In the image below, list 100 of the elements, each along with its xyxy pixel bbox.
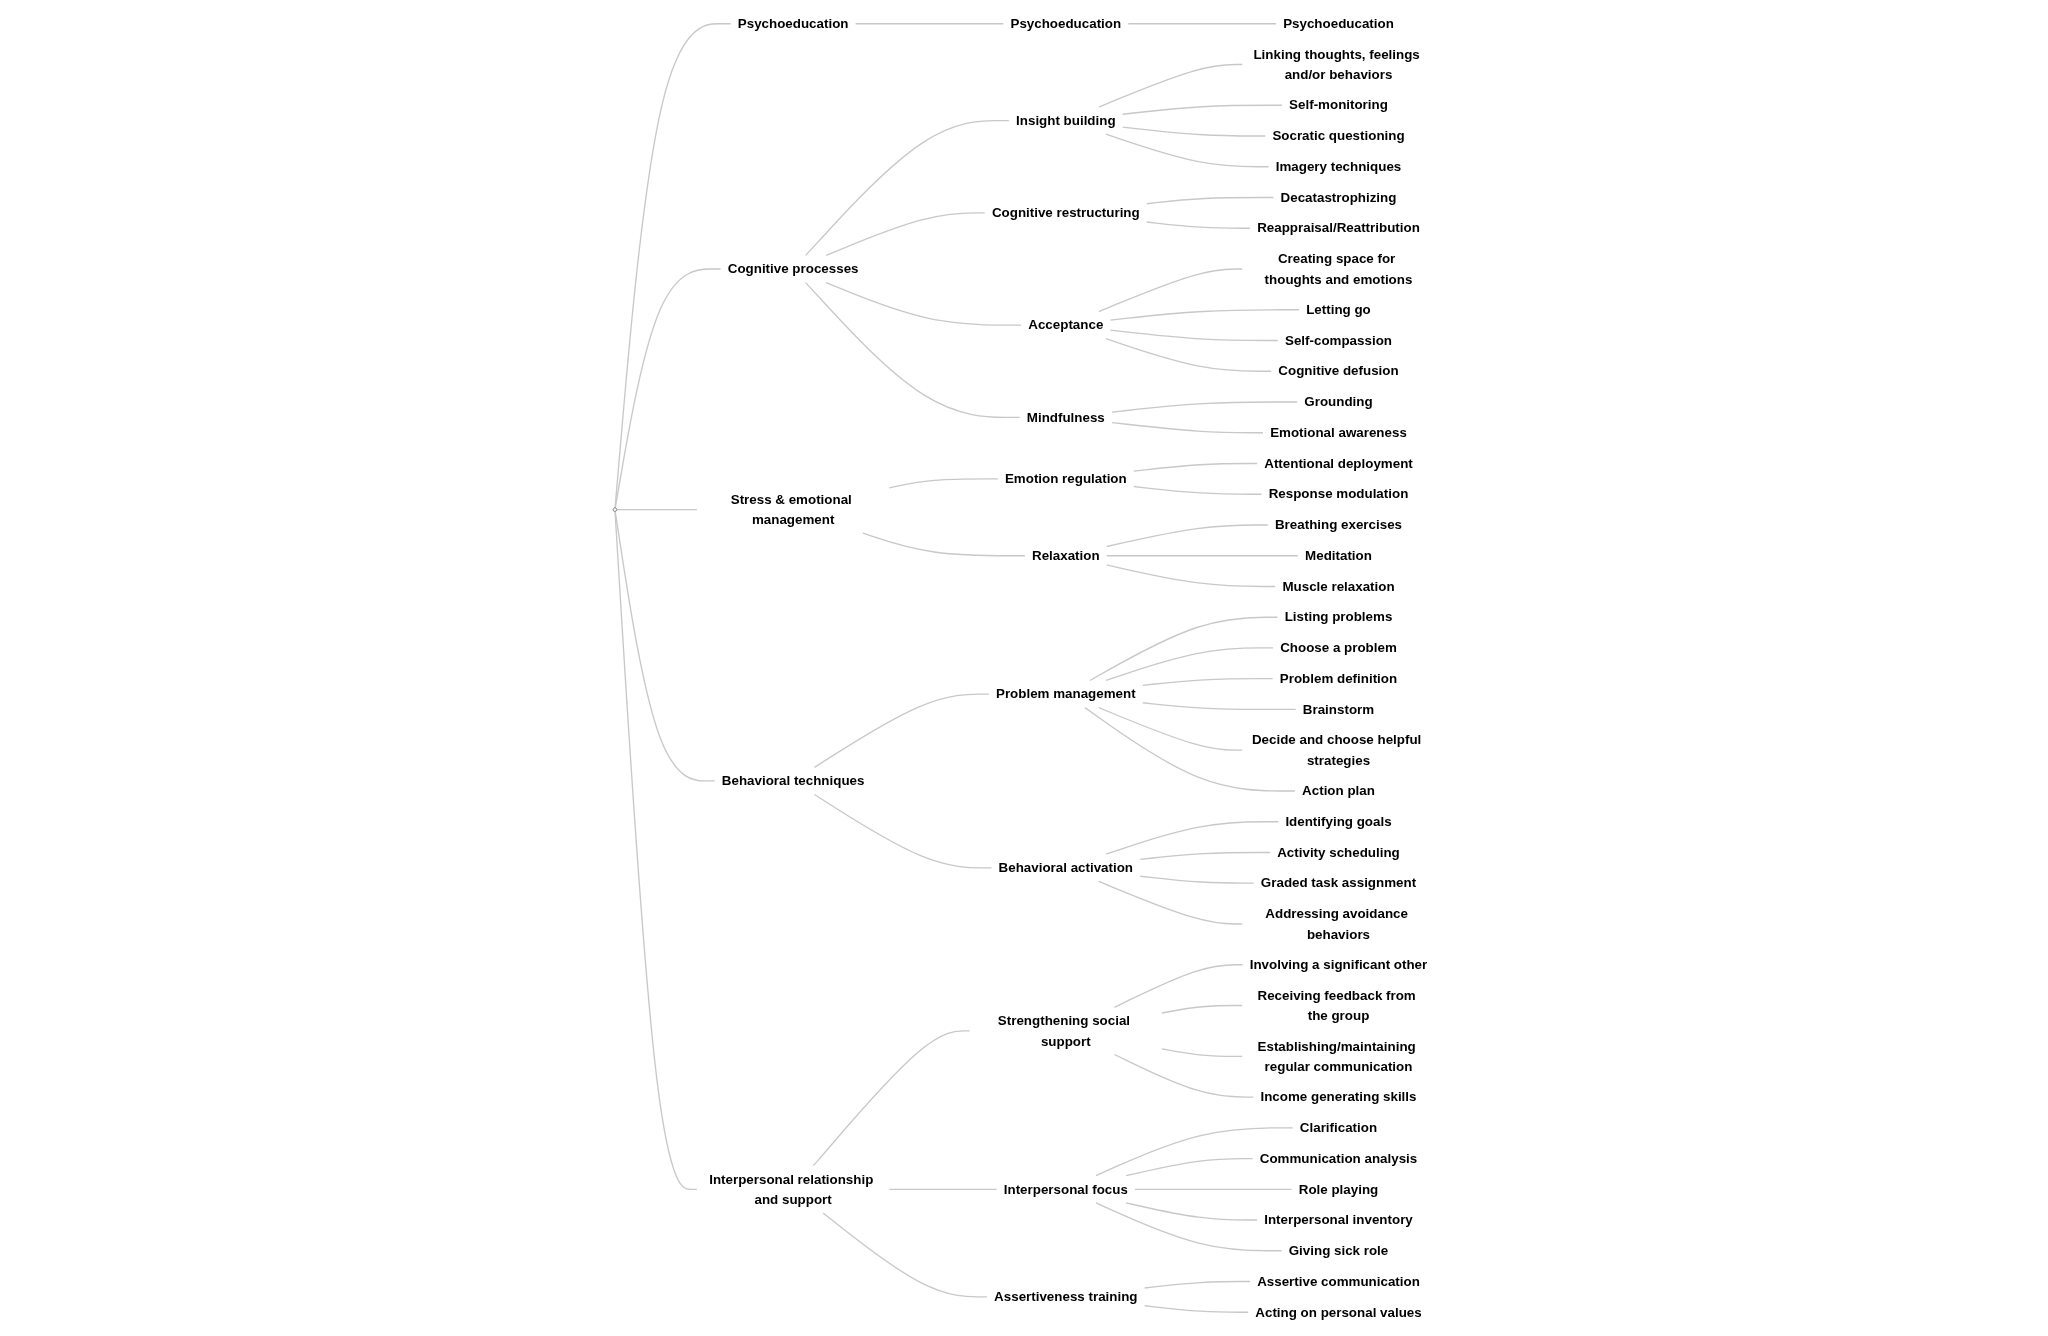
connector bbox=[1125, 1157, 1254, 1177]
connector bbox=[855, 23, 1005, 25]
connector bbox=[1133, 462, 1258, 472]
connector bbox=[805, 119, 1010, 257]
connector bbox=[1127, 23, 1277, 25]
node-text: Mindfulness bbox=[1026, 409, 1105, 425]
connector bbox=[1106, 524, 1269, 548]
connector bbox=[1134, 1188, 1293, 1190]
node-text: Creating space for thoughts and emotions bbox=[1264, 250, 1413, 286]
node-text: Socratic questioning bbox=[1272, 127, 1405, 143]
connector bbox=[812, 1030, 971, 1167]
node-text: Self-monitoring bbox=[1289, 97, 1388, 113]
node-text: Communication analysis bbox=[1259, 1150, 1418, 1166]
node-text: Involving a significant other bbox=[1249, 956, 1428, 972]
connector bbox=[1105, 647, 1274, 682]
node-text: Behavioral techniques bbox=[721, 772, 865, 788]
node-text: Cognitive defusion bbox=[1278, 363, 1399, 379]
node-text: Breathing exercises bbox=[1275, 516, 1403, 532]
node-text: Activity scheduling bbox=[1277, 844, 1400, 860]
connector bbox=[1106, 555, 1299, 557]
node-text: Response modulation bbox=[1268, 485, 1409, 502]
connector bbox=[1146, 221, 1251, 229]
node-text: Problem management bbox=[996, 685, 1136, 701]
connector bbox=[1144, 1280, 1251, 1289]
node-text: Action plan bbox=[1302, 782, 1375, 798]
node-text: Identifying goals bbox=[1285, 813, 1392, 829]
node-text: Decide and choose helpful strategies bbox=[1252, 731, 1422, 768]
connector bbox=[1095, 1127, 1294, 1177]
connector bbox=[1105, 133, 1270, 168]
connector bbox=[1161, 1004, 1243, 1014]
connector bbox=[1146, 196, 1275, 205]
node-text: Decatastrophizing bbox=[1280, 189, 1397, 205]
connector bbox=[1142, 702, 1297, 711]
connector bbox=[1125, 1202, 1258, 1221]
connector bbox=[1084, 707, 1296, 792]
connector bbox=[825, 212, 986, 257]
node-text: Listing problems bbox=[1284, 608, 1393, 625]
connector bbox=[862, 532, 1026, 557]
node-text: Role playing bbox=[1298, 1181, 1379, 1197]
node-text: Assertive communication bbox=[1257, 1273, 1420, 1289]
node-text: Insight building bbox=[1016, 112, 1116, 128]
node-text: Reappraisal/Reattribution bbox=[1257, 220, 1420, 236]
connector bbox=[1105, 821, 1279, 855]
connector bbox=[1106, 564, 1276, 588]
connector bbox=[1139, 851, 1271, 861]
connector bbox=[1098, 268, 1243, 313]
connector bbox=[616, 508, 698, 511]
connector bbox=[1109, 329, 1279, 342]
connector bbox=[813, 693, 990, 769]
node-text: Interpersonal relationship and support bbox=[709, 1171, 874, 1207]
connector bbox=[1109, 309, 1300, 321]
node-text: Emotion regulation bbox=[1004, 470, 1127, 486]
connector bbox=[1142, 678, 1274, 687]
connector bbox=[1098, 880, 1243, 925]
node-text: Cognitive processes bbox=[727, 260, 859, 276]
node-circle bbox=[612, 507, 618, 512]
connector bbox=[1089, 616, 1279, 682]
node-text: Income generating skills bbox=[1260, 1088, 1417, 1104]
connector bbox=[1133, 485, 1263, 495]
node-text: Graded task assignment bbox=[1260, 874, 1417, 891]
node-text: Establishing/maintaining regular communication bbox=[1257, 1038, 1416, 1074]
node-text: Psychoeducation bbox=[737, 15, 849, 31]
node-text: Self-compassion bbox=[1285, 332, 1393, 348]
connector bbox=[1122, 126, 1266, 137]
node-text: Clarification bbox=[1299, 1119, 1378, 1135]
connector bbox=[614, 510, 698, 1190]
node-text: Interpersonal focus bbox=[1003, 1181, 1128, 1197]
connector bbox=[888, 478, 999, 489]
connector bbox=[1122, 104, 1283, 115]
node-text: Problem definition bbox=[1279, 670, 1398, 686]
connector bbox=[1161, 1048, 1243, 1057]
connector bbox=[1111, 401, 1298, 413]
connector bbox=[1111, 421, 1264, 434]
node-text: Emotional awareness bbox=[1270, 424, 1407, 440]
node-text: Behavioral activation bbox=[998, 859, 1134, 875]
node-text: Interpersonal inventory bbox=[1264, 1211, 1413, 1227]
connector bbox=[825, 281, 1022, 326]
node-text: Muscle relaxation bbox=[1282, 578, 1395, 594]
node-text: Psychoeducation bbox=[1010, 15, 1122, 31]
connector bbox=[822, 1212, 988, 1298]
connector bbox=[805, 281, 1021, 419]
node-text: Psychoeducation bbox=[1283, 15, 1394, 31]
connector bbox=[1113, 1053, 1255, 1098]
connector bbox=[614, 268, 722, 509]
node-text: Brainstorm bbox=[1302, 701, 1375, 717]
node-text: Letting go bbox=[1306, 301, 1371, 317]
node-text: Stress & emotional management bbox=[730, 491, 852, 527]
connector bbox=[1098, 63, 1243, 108]
connector bbox=[1144, 1305, 1249, 1313]
connector bbox=[1095, 1202, 1283, 1252]
connector bbox=[1098, 707, 1243, 751]
node-text: Receiving feedback from the group bbox=[1257, 987, 1416, 1023]
node-text: Acting on personal values bbox=[1255, 1304, 1422, 1320]
connector bbox=[888, 1188, 998, 1190]
connector bbox=[1139, 875, 1255, 884]
node-text: Choose a problem bbox=[1280, 639, 1397, 655]
node-text: Cognitive restructuring bbox=[991, 204, 1140, 220]
node-text: Relaxation bbox=[1032, 547, 1100, 563]
node-text: Giving sick role bbox=[1288, 1242, 1389, 1258]
node-text: Linking thoughts, feelings and/or behaviors bbox=[1253, 46, 1420, 82]
